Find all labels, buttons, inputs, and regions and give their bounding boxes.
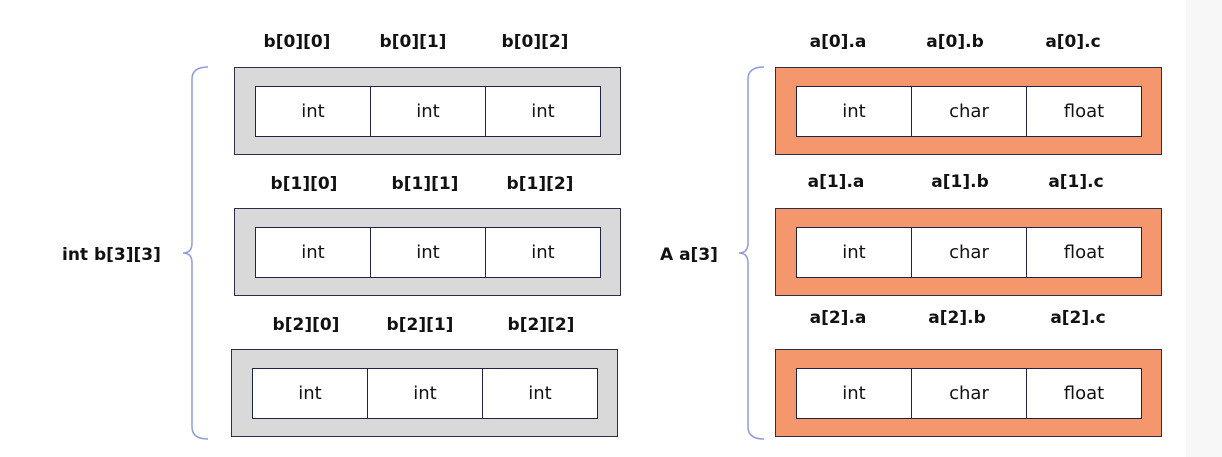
type-cell: int <box>797 87 912 136</box>
left-element-label: b[1][1] <box>391 174 459 194</box>
right-element-label: a[1].a <box>807 172 865 192</box>
right-element-label: a[1].c <box>1048 172 1104 192</box>
right-element-label: a[0].b <box>926 32 984 52</box>
type-cell: float <box>1063 383 1105 404</box>
right-element-label: a[1].b <box>931 172 989 192</box>
type-cell: int <box>371 228 486 277</box>
left-element-label: b[1][2] <box>506 174 574 194</box>
left-element-label: b[0][0] <box>263 32 331 52</box>
right-element-label: a[2].c <box>1050 308 1106 328</box>
type-cell: int <box>371 87 486 136</box>
left-element-label: b[2][0] <box>272 315 340 335</box>
type-cell: int <box>256 228 371 277</box>
type-cell: int <box>797 369 912 418</box>
type-cell: int <box>797 228 912 277</box>
left-element-label: b[0][2] <box>501 32 569 52</box>
type-cell: char <box>912 87 1027 136</box>
type-cell: float <box>1063 242 1105 263</box>
left-title: int b[3][3] <box>62 245 161 265</box>
type-cell: int <box>253 369 368 418</box>
type-cell: int <box>528 383 552 404</box>
type-cell: float <box>1063 101 1105 122</box>
type-cell: int <box>256 87 371 136</box>
type-cell: int <box>531 101 555 122</box>
left-element-label: b[2][1] <box>386 315 454 335</box>
right-element-label: a[0].a <box>809 32 867 52</box>
type-cell: char <box>912 228 1027 277</box>
type-cell: int <box>531 242 555 263</box>
right-element-label: a[0].c <box>1045 32 1101 52</box>
left-brace-icon <box>182 66 209 440</box>
right-element-label: a[2].b <box>928 308 986 328</box>
type-cell: int <box>368 369 483 418</box>
left-element-label: b[0][1] <box>379 32 447 52</box>
type-cell: char <box>912 369 1027 418</box>
left-element-label: b[2][2] <box>507 315 575 335</box>
left-element-label: b[1][0] <box>270 174 338 194</box>
right-title: A a[3] <box>660 245 718 265</box>
right-brace-icon <box>738 66 765 440</box>
right-edge-strip <box>1186 0 1222 457</box>
right-element-label: a[2].a <box>809 308 867 328</box>
